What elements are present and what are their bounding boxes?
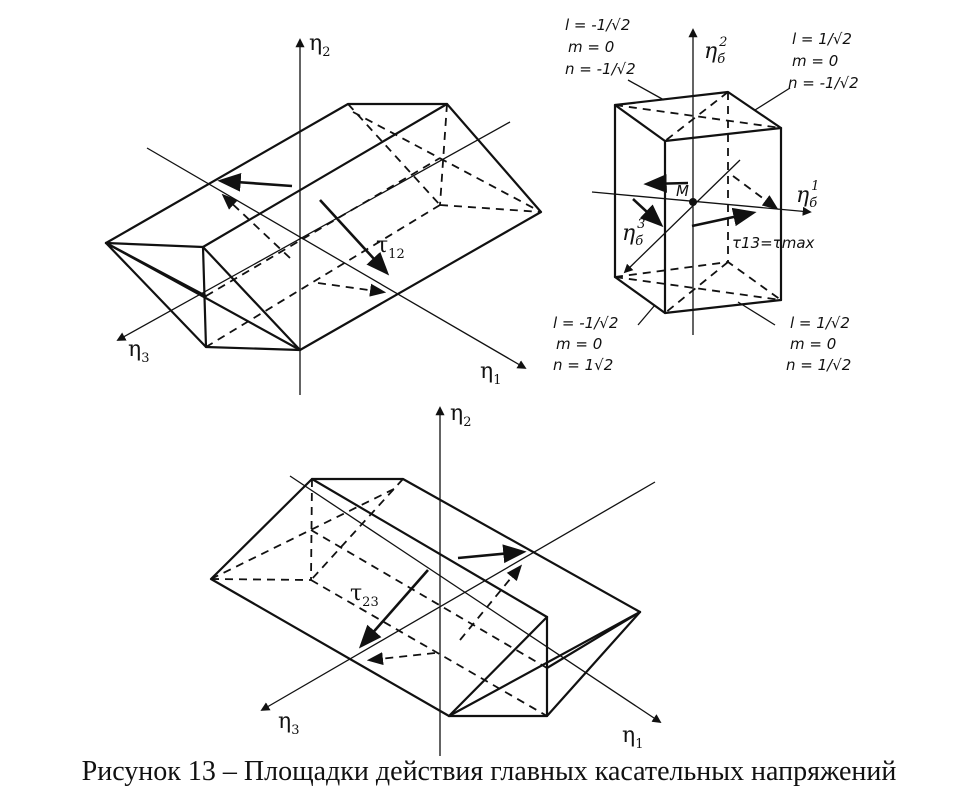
prism-top-edge: [310, 477, 549, 619]
prism-mid-edge: [104, 241, 208, 298]
figure-tau13-cube: l = -1/√2 m = 0 n = -1/√2 l = 1/√2 m = 0…: [553, 16, 859, 374]
arrow-cube-lower: [632, 198, 664, 228]
cube-bot-diag-1: [614, 276, 782, 301]
arrow-shear-hidden-1: [459, 564, 523, 641]
text-tr-m: m = 0: [792, 52, 838, 70]
cube-top-diag-2: [664, 91, 729, 142]
axis-eta1-line: [146, 147, 527, 369]
pointer-tr: [754, 87, 791, 111]
label-eta2: η2: [450, 401, 471, 430]
text-tr-l: l = 1/√2: [792, 30, 852, 48]
figure-tau23: η2 η1 η3 τ23: [209, 401, 662, 756]
text-tl-n: n = -1/√2: [565, 60, 636, 78]
text-tr-n: n = -1/√2: [788, 74, 859, 92]
arrow-tau23: [358, 569, 429, 649]
axis-eta1-line: [289, 475, 662, 724]
hidden-edge-2: [439, 204, 542, 213]
arrow-shear-hidden-1: [221, 193, 291, 259]
label-eta3: η3: [128, 337, 149, 366]
pointer-br: [737, 301, 776, 326]
hidden-edge-6: [205, 157, 441, 297]
label-axis-left: ηб3: [622, 217, 645, 249]
label-eta1: η1: [480, 359, 501, 388]
arrow-shear-top: [457, 544, 527, 564]
hidden-edge-4: [352, 111, 542, 213]
axis-right-line: [591, 191, 812, 216]
hidden-edge-5: [205, 204, 441, 348]
point-m: [689, 198, 697, 206]
prism-top-edge: [104, 102, 449, 249]
prism-diag-1: [447, 615, 549, 718]
hidden-edge-4: [210, 486, 399, 580]
text-tl-m: m = 0: [568, 38, 614, 56]
text-tl-l: l = -1/√2: [565, 16, 630, 34]
label-eta3: η3: [278, 709, 299, 738]
label-tau12: τ12: [376, 233, 405, 262]
hidden-edge-2: [210, 578, 312, 581]
arrow-tau12: [319, 199, 390, 276]
hidden-edge-1: [310, 478, 313, 581]
text-bl-m: m = 0: [556, 335, 602, 353]
text-bl-l: l = -1/√2: [553, 314, 618, 332]
text-bl-n: n = 1√2: [553, 356, 613, 374]
axis-eta3-line: [260, 481, 656, 711]
text-br-l: l = 1/√2: [790, 314, 850, 332]
hidden-edge-5: [310, 579, 548, 717]
label-tau23: τ23: [350, 581, 379, 610]
label-tau13-max: τ13=τmax: [732, 234, 815, 252]
prism-diag-1: [201, 245, 302, 352]
prism-mid-edge: [545, 610, 642, 670]
diagram-canvas: η2 η1 η3 τ12 l = -1/√2: [104, 16, 859, 756]
cube-top-diag-1: [614, 104, 782, 129]
pointer-bl: [637, 304, 656, 326]
figure-caption: Рисунок 13 – Площадки действия главных к…: [81, 756, 897, 787]
label-axis-right: ηб1: [796, 179, 819, 211]
axis-eta3-line: [116, 121, 511, 341]
cube-top-face: [613, 90, 783, 143]
hidden-edge-6: [310, 529, 548, 669]
label-eta2: η2: [309, 31, 330, 60]
arrow-cube-hidden: [732, 175, 779, 210]
hidden-edge-3: [439, 103, 448, 206]
hidden-edge-1: [347, 103, 441, 206]
text-br-n: n = 1/√2: [786, 356, 851, 374]
arrow-shear-top: [217, 172, 293, 192]
arrow-cube-left: [643, 174, 689, 193]
hidden-edge-3: [310, 478, 404, 581]
label-axis-top: ηб2: [704, 35, 727, 67]
prism-diag-2: [447, 610, 642, 718]
cube-bottom-edges: [613, 275, 783, 315]
label-point-m: M: [676, 182, 689, 200]
arrow-shear-hidden-2: [366, 652, 436, 666]
arrow-shear-hidden-2: [317, 282, 387, 297]
text-br-m: m = 0: [790, 335, 836, 353]
axis-left-line: [623, 159, 741, 274]
label-eta1: η1: [622, 723, 643, 752]
figure-tau12: η2 η1 η3 τ12: [104, 31, 543, 395]
pointer-tl: [627, 79, 665, 101]
arrow-cube-right: [691, 207, 757, 228]
